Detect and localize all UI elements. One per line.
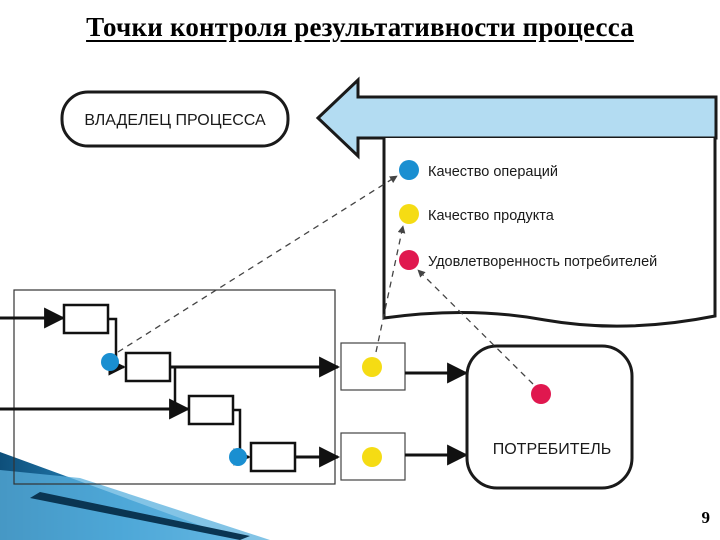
process-steps	[62, 303, 297, 473]
step-connectors	[108, 317, 251, 466]
consumer-satisfaction-point	[531, 384, 551, 404]
product-quality-point	[362, 357, 382, 377]
process-frame	[13, 289, 336, 485]
legend-label-product: Качество продукта	[428, 208, 555, 224]
feedback-arrow	[315, 76, 718, 160]
measurement-links	[117, 175, 534, 385]
product-boxes	[340, 342, 406, 481]
process-step	[62, 303, 110, 335]
product-quality-point	[362, 447, 382, 467]
decorative-stripes	[0, 452, 270, 540]
page-number: 9	[701, 508, 711, 527]
consumer-label: ПОТРЕБИТЕЛЬ	[493, 441, 612, 458]
process-owner-label: ВЛАДЕЛЕЦ ПРОЦЕССА	[84, 112, 266, 129]
slide-title: Точки контроля результативности процесса	[86, 12, 634, 42]
legend-panel: Качество операций Качество продукта Удов…	[382, 138, 717, 328]
operation-quality-point	[101, 353, 119, 371]
legend-dot-operations	[399, 160, 419, 180]
process-step	[249, 441, 297, 473]
consumer-box: ПОТРЕБИТЕЛЬ	[465, 344, 634, 490]
legend-label-satisfaction: Удовлетворенность потребителей	[428, 254, 657, 270]
legend-label-operations: Качество операций	[428, 164, 558, 180]
product-box-2	[340, 432, 406, 481]
legend-dot-product	[399, 204, 419, 224]
process-step	[124, 351, 172, 383]
legend-dot-satisfaction	[399, 250, 419, 270]
operation-quality-point	[229, 448, 247, 466]
process-owner-box: ВЛАДЕЛЕЦ ПРОЦЕССА	[60, 90, 290, 148]
process-step	[187, 394, 235, 426]
